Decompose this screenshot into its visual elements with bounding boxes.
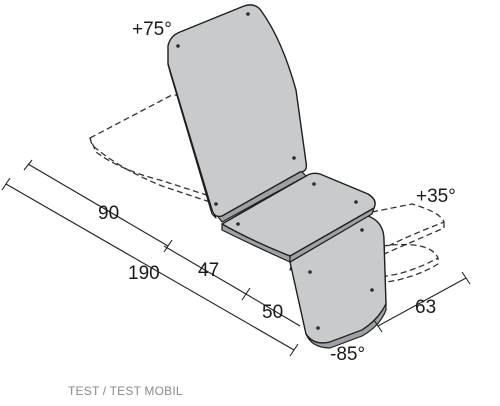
legrest-up-angle-label: +35°: [416, 186, 456, 207]
backrest-flat-outline: [89, 94, 223, 207]
seat-length-label: 47: [198, 260, 219, 281]
legrest-up-outline: [371, 203, 445, 255]
total-length-label: 190: [128, 263, 160, 284]
legrest-length-label: 50: [262, 302, 283, 323]
backrest-panel: [167, 4, 308, 223]
dimension-line-50: [245, 293, 301, 327]
seat-panel: [221, 172, 376, 263]
backrest-angle-label: +75°: [132, 19, 172, 40]
dimension-line-90: [23, 159, 173, 253]
backrest-length-label: 90: [98, 203, 119, 224]
width-label: 63: [415, 297, 436, 318]
legrest-down-angle-label: -85°: [330, 344, 365, 365]
dimension-line-190: [1, 177, 299, 357]
caption: TEST / TEST MOBIL: [68, 384, 183, 398]
dimension-line-63: [373, 271, 471, 333]
legrest-down-panel: [289, 215, 387, 349]
